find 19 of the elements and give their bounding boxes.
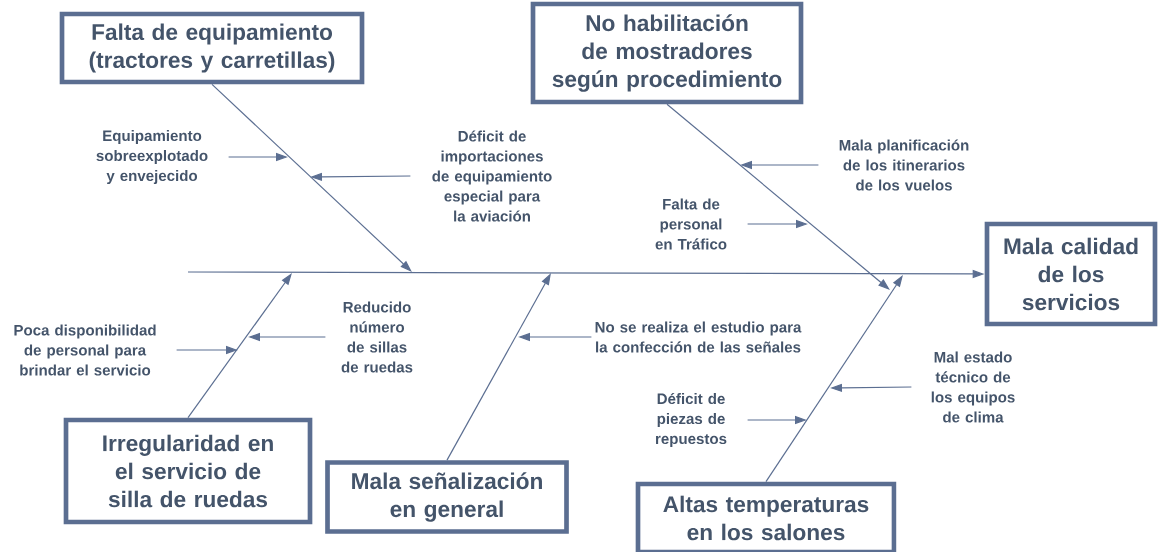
- cause-text: Déficit de importaciones de equipamiento especial para la aviación: [432, 130, 552, 222]
- arrow: [211, 83, 412, 272]
- arrow: [765, 275, 903, 483]
- cause-box: Mala calidad de los servicios: [984, 221, 1158, 327]
- cause-text: Falta de personal en Tráfico: [655, 198, 727, 250]
- cause-box: No habilitación de mostradores según procedimiento: [530, 1, 804, 105]
- cause-text: Poca disponibilidad de personal para brindar el servicio: [14, 324, 156, 376]
- cause-box: Altas temperaturas en los salones: [635, 481, 897, 552]
- cause-text: Equipamiento sobreexplotado y envejecido: [96, 129, 208, 184]
- cause-text: No se realiza el estudio para la confección de las señales: [595, 321, 802, 353]
- cause-text: Mala planificación de los itinerarios de los vuelos: [839, 139, 969, 191]
- cause-box: Irregularidad en el servicio de silla de ruedas: [63, 417, 313, 525]
- cause-box: Falta de equipamiento (tractores y carretillas): [59, 11, 365, 85]
- arrow: [666, 103, 890, 290]
- arrow: [187, 273, 292, 419]
- cause-box: Mala señalización en general: [325, 460, 569, 534]
- cause-text: Mal estado técnico de los equipos de clima: [931, 351, 1015, 423]
- cause-text: Reducido número de sillas de ruedas: [341, 301, 413, 373]
- cause-text: Déficit de piezas de repuestos: [656, 392, 727, 448]
